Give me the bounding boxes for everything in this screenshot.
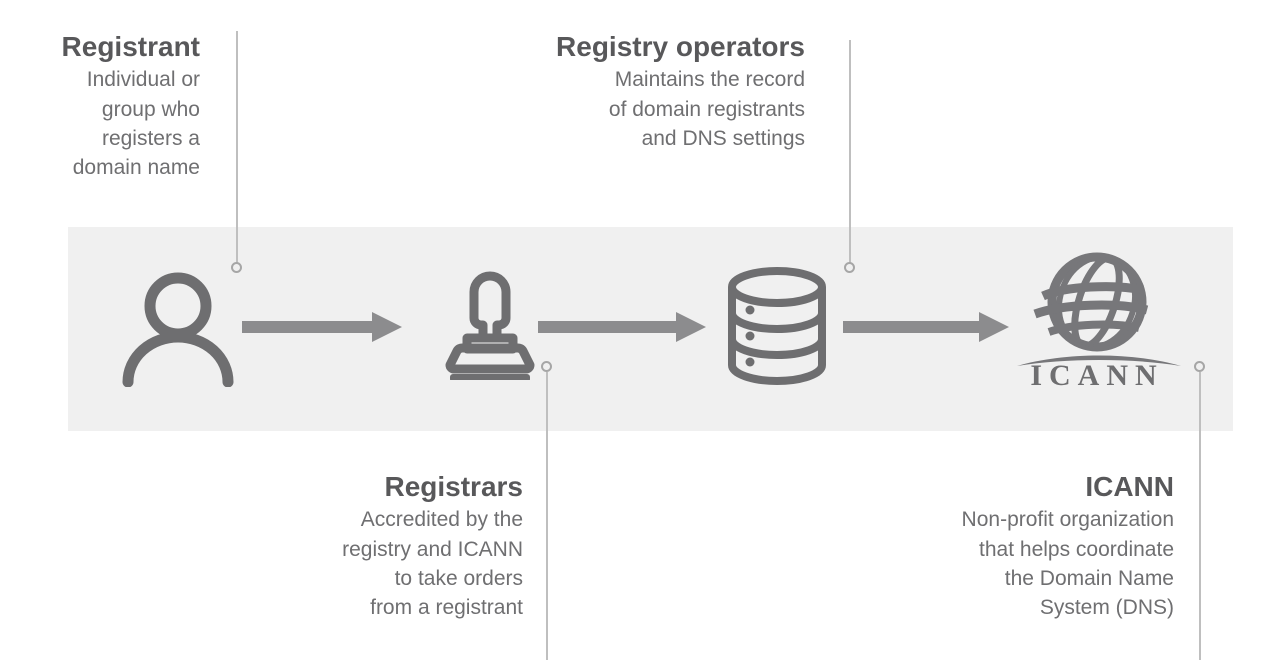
stamp-icon: [430, 270, 550, 382]
callout-registry-operators-line-1: Maintains the record: [614, 68, 805, 92]
leader-dot-registrars: [541, 361, 552, 372]
arrow-right-icon-stamp-to-database: [538, 312, 706, 342]
callout-registrant-line-4: domain name: [72, 156, 200, 180]
leader-line-registry-operators: [849, 40, 851, 268]
callout-icann-title: ICANN: [1085, 471, 1174, 502]
callout-registry-operators-line-3: and DNS settings: [641, 126, 805, 150]
callout-registry-operators: Registry operators Maintains the record …: [500, 30, 805, 153]
callout-registrars-description: Accredited by the registry and ICANN to …: [250, 505, 523, 623]
callout-icann-description: Non-profit organization that helps coord…: [860, 505, 1174, 623]
arrow-right-icon-database-to-icann: [843, 312, 1009, 342]
callout-registrars-title: Registrars: [384, 471, 523, 502]
leader-line-registrant: [236, 31, 238, 268]
callout-registry-operators-title: Registry operators: [556, 31, 805, 62]
callout-registrars-line-4: from a registrant: [370, 596, 523, 620]
icann-wordmark: ICANN: [1030, 359, 1163, 387]
callout-registrars-line-3: to take orders: [394, 566, 523, 590]
callout-icann-line-4: System (DNS): [1039, 596, 1174, 620]
callout-icann-line-1: Non-profit organization: [961, 508, 1174, 532]
person-icon: [118, 272, 238, 388]
callout-registrant-title: Registrant: [61, 31, 200, 62]
icann-globe-logo: ICANN: [1005, 252, 1190, 392]
callout-registrant: Registrant Individual or group who regis…: [0, 30, 200, 183]
database-icon: [722, 267, 832, 387]
leader-dot-registry-operators: [844, 262, 855, 273]
leader-dot-registrant: [231, 262, 242, 273]
callout-registrant-line-2: group who: [101, 97, 200, 121]
leader-line-registrars: [546, 372, 548, 660]
callout-registry-operators-line-2: of domain registrants: [608, 97, 805, 121]
callout-registrant-line-1: Individual or: [86, 68, 200, 92]
leader-dot-icann: [1194, 361, 1205, 372]
callout-registrars-line-1: Accredited by the: [360, 508, 523, 532]
callout-registrars: Registrars Accredited by the registry an…: [250, 470, 523, 623]
callout-registry-operators-description: Maintains the record of domain registran…: [500, 65, 805, 153]
callout-icann-line-3: the Domain Name: [1004, 566, 1174, 590]
callout-icann-line-2: that helps coordinate: [979, 537, 1174, 561]
callout-icann: ICANN Non-profit organization that helps…: [860, 470, 1174, 623]
callout-registrars-line-2: registry and ICANN: [342, 537, 523, 561]
arrow-right-icon-person-to-stamp: [242, 312, 402, 342]
callout-registrant-description: Individual or group who registers a doma…: [0, 65, 200, 183]
callout-registrant-line-3: registers a: [101, 126, 200, 150]
leader-line-icann: [1199, 372, 1201, 660]
